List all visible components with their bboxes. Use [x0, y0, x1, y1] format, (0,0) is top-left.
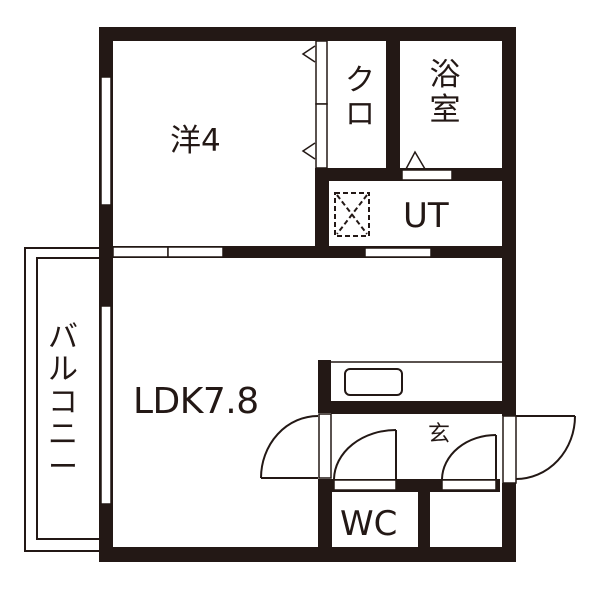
- room-label-entrance: 玄: [428, 422, 451, 447]
- door-wc[interactable]: [333, 429, 397, 491]
- room-label-closet: クロ: [345, 63, 375, 132]
- bath-door[interactable]: [401, 150, 453, 181]
- room-label-toilet: WC: [340, 504, 398, 544]
- closet-walls: [315, 41, 402, 258]
- closet-folding-doors[interactable]: [301, 40, 328, 169]
- room-label-western: 洋4: [170, 123, 221, 159]
- door-storage[interactable]: [441, 434, 497, 491]
- room-label-balcony: バルコニー: [48, 320, 78, 485]
- room-label-utility: UT: [403, 196, 449, 236]
- door-ldk-hall[interactable]: [260, 413, 332, 479]
- sliding-door-western-ldk[interactable]: [112, 246, 224, 258]
- kitchen-counter: [318, 360, 502, 414]
- kitchen-sink-icon: [344, 368, 403, 396]
- washing-machine-icon: [334, 192, 370, 237]
- room-label-ldk: LDK7.8: [133, 381, 259, 422]
- room-label-bathroom: 浴室: [429, 57, 461, 128]
- window-western-room: [100, 76, 112, 206]
- door-ut-ldk[interactable]: [364, 247, 432, 258]
- window-ldk: [100, 305, 112, 505]
- front-door[interactable]: [502, 415, 576, 484]
